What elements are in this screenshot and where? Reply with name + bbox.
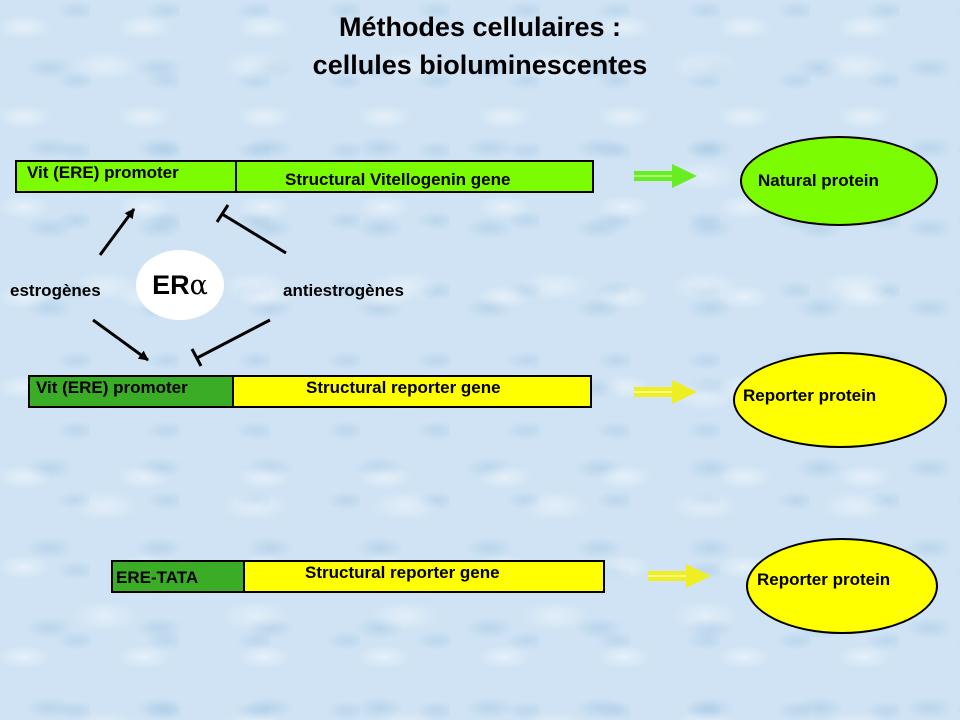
expression-arrow-natural [634, 164, 697, 188]
antiestrogen-inhibit-reporter-promoter [190, 318, 271, 367]
reporter-protein-ellipse-1: Reporter protein [733, 352, 947, 448]
protein-label: Natural protein [758, 171, 879, 190]
promoter-segment: ERE-TATA [113, 562, 243, 591]
structural-gene-segment: Structural reporter gene [232, 377, 590, 406]
structural-gene-label: Structural reporter gene [306, 378, 501, 397]
title-line-2: cellules bioluminescentes [312, 50, 648, 80]
slide-title: Méthodes cellulaires : cellules biolumin… [0, 8, 960, 84]
receptor-name: ER [152, 270, 190, 300]
promoter-segment: Vit (ERE) promoter [17, 162, 235, 191]
estrogen-to-reporter-promoter-arrow [92, 318, 149, 362]
antiestrogen-inhibit-vit-promoter [215, 204, 287, 255]
expression-arrow-reporter-1 [634, 380, 697, 404]
promoter-segment: Vit (ERE) promoter [30, 377, 232, 406]
estrogen-receptor-alpha: ERα [136, 250, 224, 320]
promoter-label: Vit (ERE) promoter [36, 378, 188, 397]
promoter-label: ERE-TATA [116, 568, 199, 587]
gene-construct-ere-tata: ERE-TATA Structural reporter gene [111, 560, 605, 593]
reporter-protein-ellipse-2: Reporter protein [746, 538, 938, 634]
estrogens-label: estrogènes [10, 281, 101, 300]
receptor-symbol: α [189, 270, 208, 301]
promoter-label: Vit (ERE) promoter [27, 163, 179, 182]
gene-construct-vitellogenin: Vit (ERE) promoter Structural Vitellogen… [15, 160, 594, 193]
structural-gene-segment: Structural Vitellogenin gene [235, 162, 592, 191]
expression-arrow-reporter-2 [648, 564, 711, 588]
structural-gene-label: Structural reporter gene [305, 563, 500, 582]
protein-label: Reporter protein [757, 570, 891, 589]
structural-gene-label: Structural Vitellogenin gene [285, 170, 511, 189]
structural-gene-segment: Structural reporter gene [243, 562, 603, 591]
gene-construct-reporter: Vit (ERE) promoter Structural reporter g… [28, 375, 592, 408]
protein-label: Reporter protein [743, 386, 877, 405]
antiestrogens-label: antiestrogènes [283, 281, 404, 300]
title-line-1: Méthodes cellulaires : [338, 12, 622, 42]
natural-protein-ellipse: Natural protein [740, 136, 938, 226]
estrogen-to-vit-promoter-arrow [98, 208, 136, 256]
